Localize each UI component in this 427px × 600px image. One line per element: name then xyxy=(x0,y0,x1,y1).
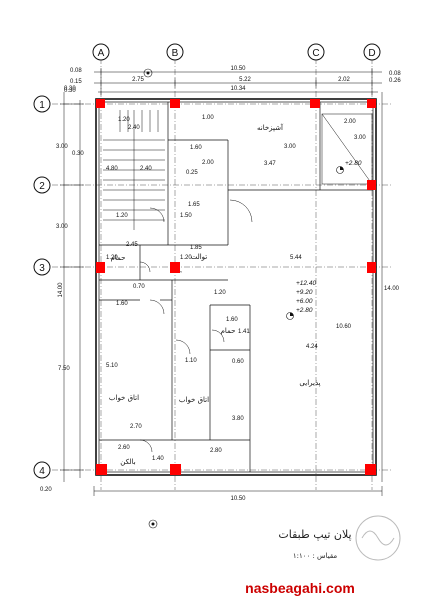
svg-text:1.60: 1.60 xyxy=(116,301,128,307)
dim-left-seg-3: 7.50 xyxy=(58,366,70,372)
axis-bubbles: A B C D 1 2 3 4 xyxy=(33,43,381,479)
svg-text:1.50: 1.50 xyxy=(180,213,192,219)
svg-text:2.45: 2.45 xyxy=(126,242,138,248)
top-dimensions xyxy=(94,68,382,95)
svg-text:+6.00: +6.00 xyxy=(296,298,313,305)
dim-top-inner: 10.34 xyxy=(230,86,246,92)
svg-text:+2.80: +2.80 xyxy=(345,160,362,167)
dim-top-seg-3: 2.02 xyxy=(338,77,350,83)
svg-text:10.60: 10.60 xyxy=(336,324,352,330)
svg-text:2.40: 2.40 xyxy=(140,166,152,172)
svg-text:1.41: 1.41 xyxy=(238,329,250,335)
section-marker-bottom xyxy=(148,519,158,529)
axis-row-1: 1 xyxy=(39,100,45,111)
svg-text:+9.20: +9.20 xyxy=(296,289,313,296)
svg-text:+2.80: +2.80 xyxy=(296,307,313,314)
plan-scale: مقیاس : ۱:۱۰۰ xyxy=(293,552,338,560)
svg-text:3.47: 3.47 xyxy=(264,161,276,167)
section-marker-top xyxy=(143,68,153,78)
svg-text:2.00: 2.00 xyxy=(344,119,356,125)
dim-top-total: 10.50 xyxy=(230,66,246,72)
svg-text:3.00: 3.00 xyxy=(284,144,296,150)
dim-left-seg-2: 3.00 xyxy=(56,224,68,230)
doors xyxy=(139,199,253,453)
room-reception: پذیرایی xyxy=(299,379,320,387)
svg-text:1.60: 1.60 xyxy=(226,317,238,323)
svg-text:4.24: 4.24 xyxy=(306,344,318,350)
dim-right-total: 14.00 xyxy=(384,286,400,292)
axis-row-3: 3 xyxy=(39,263,45,274)
svg-text:0.30: 0.30 xyxy=(72,151,84,157)
plan-title: پلان تیپ طبقات xyxy=(278,528,351,541)
dim-left-seg-1: 3.00 xyxy=(56,144,68,150)
svg-text:0.70: 0.70 xyxy=(133,284,145,290)
svg-text:2.70: 2.70 xyxy=(130,424,142,430)
dim-bottom-total: 10.50 xyxy=(230,496,246,502)
svg-text:1.60: 1.60 xyxy=(190,145,202,151)
dim-top-seg-1: 2.75 xyxy=(132,77,144,83)
dim-left-small-1: 0.30 xyxy=(64,86,76,92)
logo-mark xyxy=(355,515,401,561)
svg-text:2.40: 2.40 xyxy=(128,125,140,131)
svg-text:1.00: 1.00 xyxy=(202,115,214,121)
left-dimensions xyxy=(60,92,84,482)
axis-row-4: 4 xyxy=(39,466,45,477)
bottom-dimensions xyxy=(93,486,383,496)
exterior-walls xyxy=(95,98,377,476)
svg-text:1.65: 1.65 xyxy=(188,202,200,208)
axis-col-c: C xyxy=(312,48,319,59)
interior-walls xyxy=(98,101,374,473)
svg-text:5.44: 5.44 xyxy=(290,255,302,261)
svg-text:3.00: 3.00 xyxy=(354,135,366,141)
room-kitchen: آشپزخانه xyxy=(257,123,284,132)
dim-left-small-2: 0.20 xyxy=(40,487,52,493)
room-balcony: بالکن xyxy=(120,458,135,466)
dim-left-total: 14.00 xyxy=(58,282,64,298)
svg-text:2.60: 2.60 xyxy=(118,445,130,451)
svg-text:1.20: 1.20 xyxy=(214,290,226,296)
svg-text:0.25: 0.25 xyxy=(186,170,198,176)
svg-text:4.80: 4.80 xyxy=(106,166,118,172)
svg-text:1.20: 1.20 xyxy=(180,255,192,261)
svg-text:5.10: 5.10 xyxy=(106,363,118,369)
svg-text:1.10: 1.10 xyxy=(185,358,197,364)
svg-text:1.85: 1.85 xyxy=(190,245,202,251)
svg-text:3.80: 3.80 xyxy=(232,416,244,422)
dim-top-small-l2: 0.15 xyxy=(70,79,82,85)
svg-text:2.80: 2.80 xyxy=(210,448,222,454)
site-watermark: nasbeagahi.com xyxy=(245,580,355,596)
stair-void xyxy=(321,113,373,185)
structural-columns xyxy=(96,99,376,475)
dim-top-seg-2: 5.22 xyxy=(239,77,251,83)
axis-row-2: 2 xyxy=(39,181,45,192)
elevation-main: +12.40 +9.20 +6.00 +2.80 xyxy=(286,280,316,320)
svg-text:0.60: 0.60 xyxy=(232,359,244,365)
staircase xyxy=(103,110,165,230)
room-wc: توالت xyxy=(191,253,208,261)
dim-top-small-r1: 0.08 xyxy=(389,71,401,77)
room-bedroom-1: اتاق خواب xyxy=(109,394,139,402)
svg-text:1.20: 1.20 xyxy=(116,213,128,219)
room-bath: حمام xyxy=(111,254,126,262)
svg-text:1.20: 1.20 xyxy=(106,255,118,261)
svg-text:1.20: 1.20 xyxy=(118,117,130,123)
axis-col-b: B xyxy=(172,48,179,59)
room-bath-2: حمام xyxy=(221,327,236,335)
svg-text:1.40: 1.40 xyxy=(152,456,164,462)
room-bedroom-2: اتاق خواب xyxy=(179,396,209,404)
dim-top-small-l1: 0.08 xyxy=(70,68,82,74)
axis-grid xyxy=(52,58,392,490)
svg-text:+12.40: +12.40 xyxy=(296,280,316,287)
dim-top-small-l3: 0.30 xyxy=(64,88,76,94)
axis-col-d: D xyxy=(368,48,375,59)
axis-col-a: A xyxy=(98,48,105,59)
dim-top-small-r2: 0.26 xyxy=(389,78,401,84)
svg-text:2.00: 2.00 xyxy=(202,160,214,166)
elevation-stair: +2.80 xyxy=(336,160,362,174)
inner-dimensions: 1.20 2.40 1.00 1.60 2.00 3.00 2.00 3.00 … xyxy=(72,115,366,462)
